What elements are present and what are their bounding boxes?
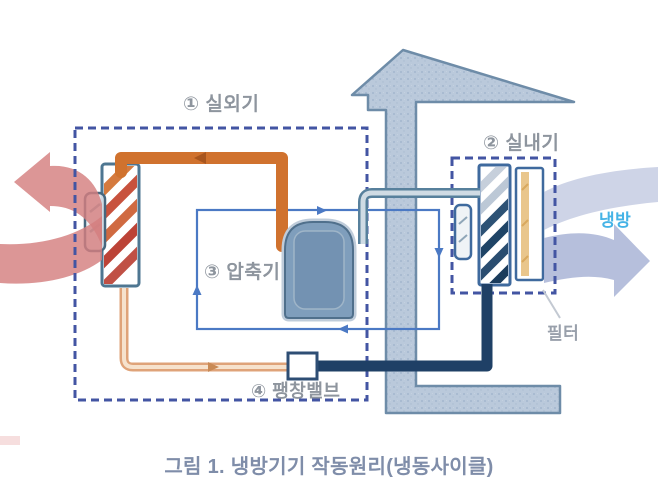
filter-panel [514,166,545,282]
indoor-unit-label: ② 실내기 [483,133,560,154]
outdoor-heat-exchanger [100,162,141,288]
filter-label: 필터 [547,324,580,343]
cooling-airflow-label: 냉방 [599,211,632,230]
cold-liquid-pipe [302,284,493,372]
hot-gas-pipe [115,152,288,252]
liquid-flow-arrow [208,362,219,372]
indoor-fan [453,203,473,261]
hot-air-arrow [0,152,102,284]
figure-caption: 그림 1. 냉방기기 작동원리(냉동사이클) [164,456,494,478]
expansion-valve-body [286,351,319,381]
outdoor-unit-dashed-box [73,126,369,402]
scan-artifact [0,436,20,445]
outdoor-unit-label: ① 실외기 [183,94,260,115]
expansion-valve-label: ④ 팽창밸브 [251,381,341,401]
compressor-label: ③ 압축기 [204,262,281,283]
indoor-unit-dashed-box [450,156,557,295]
filter-pointer-line [542,289,561,319]
house-wall [350,48,576,415]
liquid-pipe [119,288,298,372]
hot-gas-flow-arrow [194,152,206,164]
cooling-cycle-diagram [0,48,658,445]
compressor-body [281,218,357,322]
cool-air-arrow [544,224,650,297]
indoor-heat-exchanger [477,163,512,287]
loop-flow-arrow [317,206,327,215]
loop-flow-arrow [434,248,444,258]
suction-pipe [358,188,480,244]
room-air-intake-band [544,167,658,230]
loop-flow-arrow [338,324,348,334]
loop-flow-arrow [192,285,202,295]
